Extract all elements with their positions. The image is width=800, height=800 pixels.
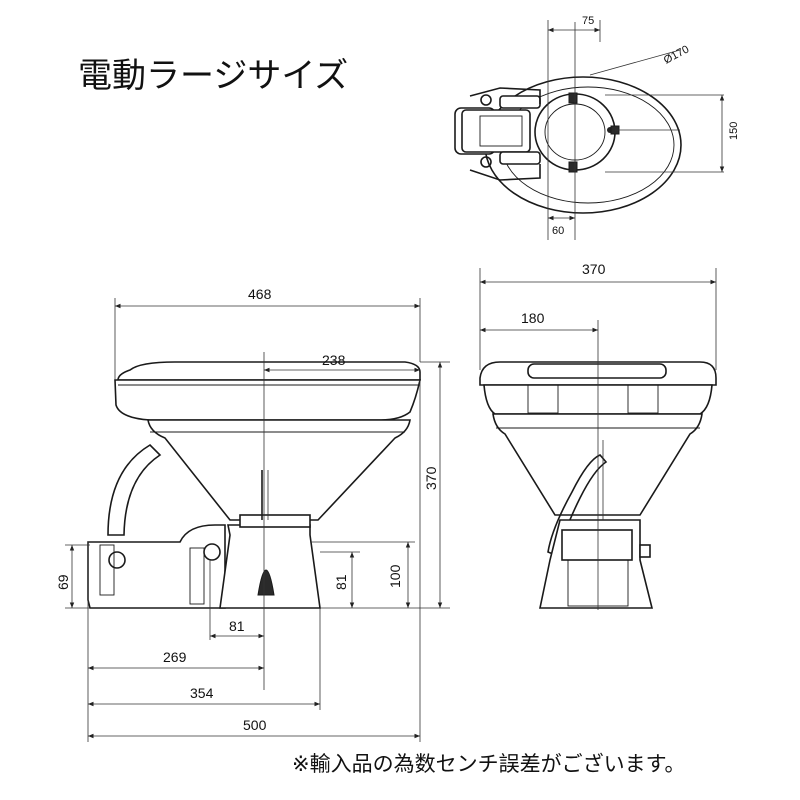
side-bowl-rim [114,379,421,421]
side-hose [107,443,162,536]
dim-60-label: 60 [552,225,564,237]
top-view: 75 Ø170 150 60 [454,15,740,240]
front-bowl-funnel [492,413,703,516]
dim-238-label: 238 [322,352,346,368]
dim-468-label: 468 [248,286,272,302]
dim-269-label: 269 [163,649,187,665]
dim-69-label: 69 [55,574,71,590]
dim-170-label: Ø170 [662,43,691,66]
side-pump-housing [87,524,226,609]
dim-100-label: 100 [387,564,403,588]
tolerance-note: ※輸入品の為数センチ誤差がございます。 [292,752,686,776]
dim-500-label: 500 [243,717,267,733]
dim-370-front-label: 370 [582,261,606,277]
dim-75-label: 75 [582,15,594,27]
side-seat-lid [117,361,421,381]
dim-150-label: 150 [728,122,740,140]
dim-354-label: 354 [190,685,214,701]
dim-81-label: 81 [229,618,245,634]
page-title: 電動ラージサイズ [78,56,349,96]
side-motor-housing [219,524,321,609]
dim-81-vertical-label: 81 [333,574,349,590]
side-view: 468 238 370 100 81 69 81 269 354 500 [55,286,450,742]
dim-370-side-label: 370 [423,466,439,490]
side-bowl-funnel [147,419,411,521]
side-outlet-notch [257,569,275,596]
front-view: 370 180 [479,261,717,610]
dim-180-label: 180 [521,310,545,326]
